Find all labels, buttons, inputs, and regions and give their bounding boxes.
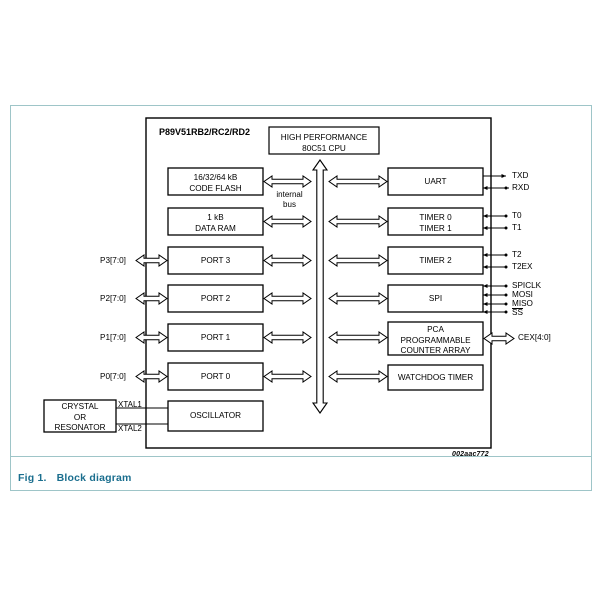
block-spi — [387, 284, 484, 313]
pin-label-p3: P3[7:0] — [100, 256, 126, 265]
internal-bus-arrow — [311, 159, 329, 414]
block-crystal-resonator — [43, 399, 117, 433]
block-port-1 — [167, 323, 264, 352]
oscillator-wiring — [116, 407, 168, 425]
block-data-ram — [167, 207, 264, 236]
signal-label-txd: TXD — [512, 171, 529, 180]
chip-name: P89V51RB2/RC2/RD2 — [159, 127, 251, 137]
signal-label-spiclk: SPICLK — [512, 281, 542, 290]
signal-label-t2ex: T2EX — [512, 262, 533, 271]
internal-bus-label: internal bus — [262, 190, 317, 210]
figure-caption-bar — [10, 457, 592, 491]
signal-label-cex: CEX[4:0] — [518, 333, 551, 342]
signal-label-t0: T0 — [512, 211, 522, 220]
signal-label-rxd: RXD — [512, 183, 530, 192]
block-port-0 — [167, 362, 264, 391]
signal-label-t2: T2 — [512, 250, 522, 259]
block-pca — [387, 321, 484, 356]
figure-frame — [10, 105, 592, 457]
bus-label-line2: bus — [283, 200, 296, 209]
signal-label-t1: T1 — [512, 223, 522, 232]
block-port-2 — [167, 284, 264, 313]
block-code-flash — [167, 167, 264, 196]
block-timer2 — [387, 246, 484, 275]
block-oscillator — [167, 400, 264, 432]
pin-label-p2: P2[7:0] — [100, 294, 126, 303]
bus-label-line1: internal — [276, 190, 303, 199]
signal-label-ss: SS — [512, 308, 523, 317]
document-id: 002aac772 — [452, 451, 489, 458]
figure-number: Fig 1. — [18, 472, 47, 484]
signal-connector-cex — [483, 332, 515, 345]
block-watchdog — [387, 364, 484, 391]
pin-label-p0: P0[7:0] — [100, 372, 126, 381]
pin-label-p1: P1[7:0] — [100, 333, 126, 342]
signal-lines — [482, 118, 509, 448]
signal-label-miso: MISO — [512, 299, 533, 308]
signal-label-mosi: MOSI — [512, 290, 533, 299]
xtal2-label: XTAL2 — [118, 424, 142, 433]
port-pin-connectors — [135, 254, 168, 383]
block-timer01 — [387, 207, 484, 236]
block-port-3 — [167, 246, 264, 275]
cpu-block — [268, 126, 380, 155]
bus-connectors-right — [328, 175, 388, 383]
block-uart — [387, 167, 484, 196]
figure-title: Block diagram — [56, 472, 132, 484]
bus-connectors-left — [263, 175, 312, 383]
figure-caption: Fig 1. Block diagram — [18, 472, 132, 484]
xtal1-label: XTAL1 — [118, 400, 142, 409]
